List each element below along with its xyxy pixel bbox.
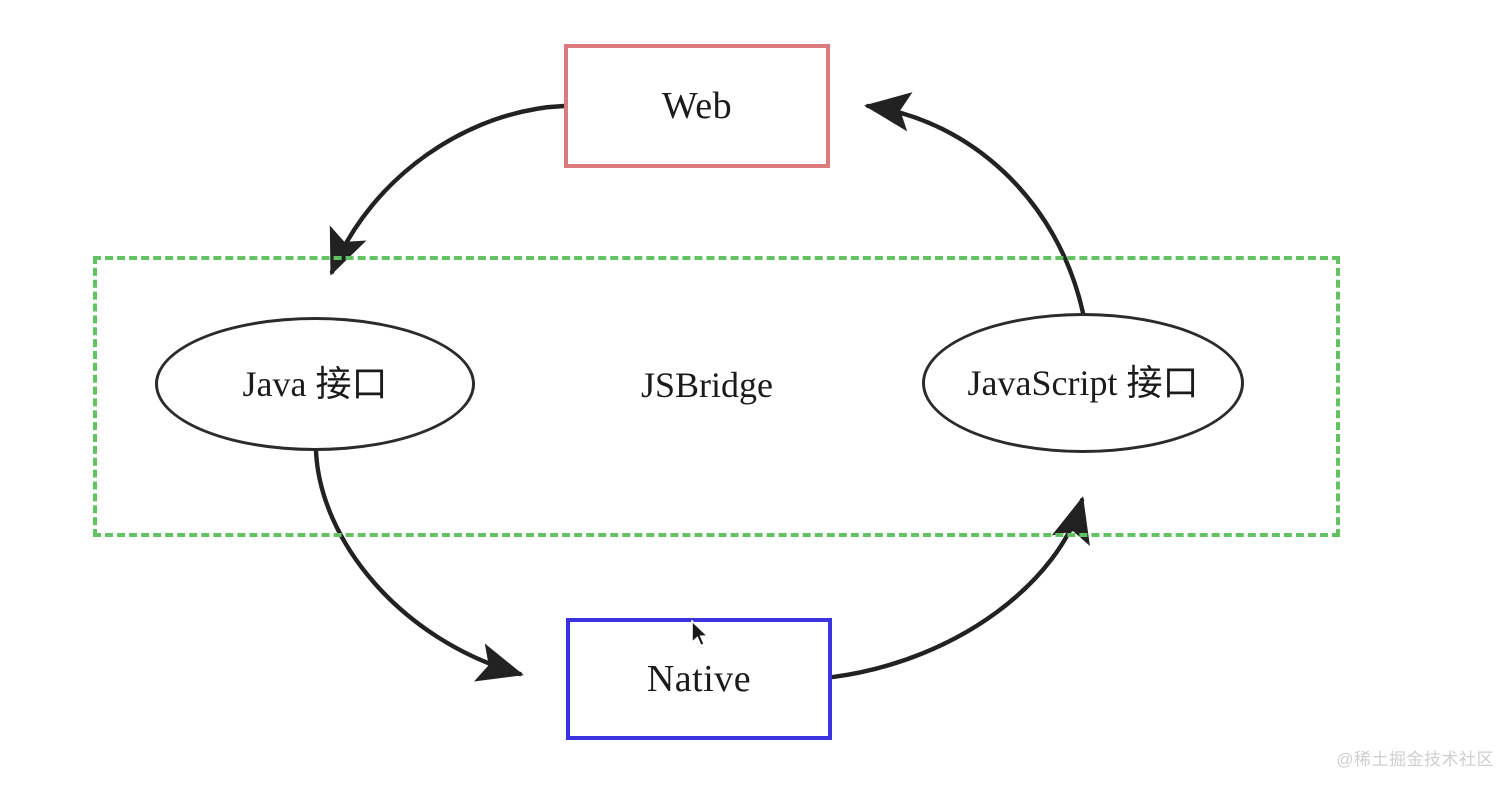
jsbridge-region-label: JSBridge xyxy=(641,365,774,405)
node-java-interface-label: Java 接口 xyxy=(242,364,388,404)
edge-web-to-java xyxy=(329,103,567,276)
watermark-text: @稀土掘金技术社区 xyxy=(1336,750,1494,769)
node-web[interactable]: Web xyxy=(564,44,830,168)
mouse-cursor-icon xyxy=(691,620,710,647)
node-javascript-interface[interactable]: JavaScript 接口 xyxy=(922,313,1244,453)
jsbridge-region xyxy=(93,256,1340,537)
node-native-label: Native xyxy=(646,658,752,700)
node-web-label: Web xyxy=(661,85,733,127)
node-java-interface[interactable]: Java 接口 xyxy=(155,317,475,451)
node-javascript-interface-label: JavaScript 接口 xyxy=(967,363,1199,403)
